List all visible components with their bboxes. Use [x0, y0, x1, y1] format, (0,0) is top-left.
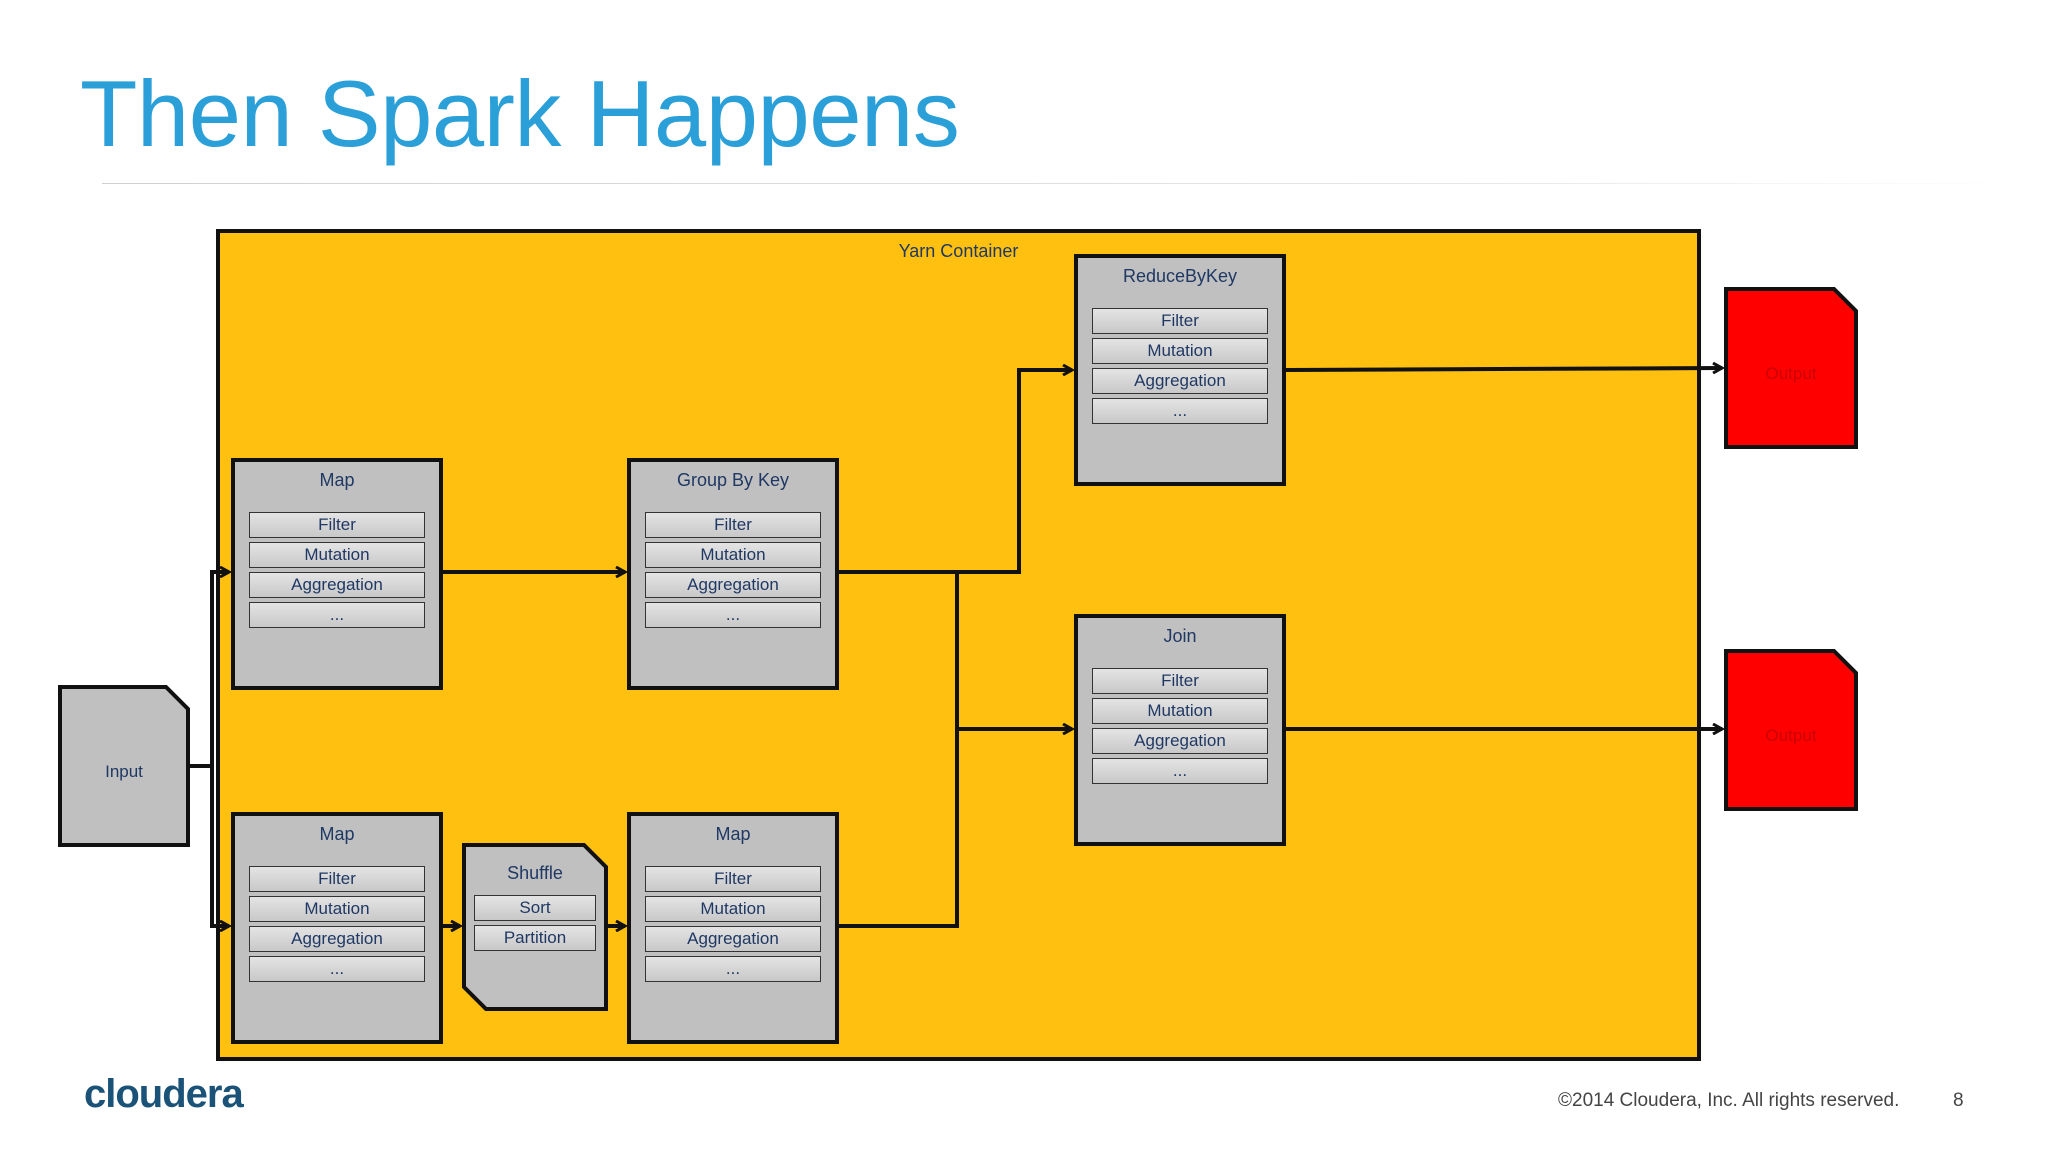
- input-shape: [58, 685, 190, 847]
- op-aggregation: Aggregation: [249, 926, 425, 952]
- stage-title: ReduceByKey: [1122, 266, 1238, 286]
- output-shape: [1724, 287, 1858, 449]
- output-node-top: Output: [1724, 287, 1858, 449]
- slide-title: Then Spark Happens: [80, 61, 960, 166]
- op-mutation: Mutation: [645, 542, 821, 568]
- output-node-bottom: Output: [1724, 649, 1858, 811]
- stage-title: Join: [1163, 626, 1197, 646]
- op-more: ...: [645, 956, 821, 982]
- op-partition: Partition: [474, 925, 596, 951]
- stage-title: Shuffle: [507, 863, 563, 883]
- op-mutation: Mutation: [249, 896, 425, 922]
- stage-title: Map: [715, 824, 751, 844]
- map-stage-top: Map Filter Mutation Aggregation ...: [231, 458, 443, 690]
- shuffle-stage: Shuffle Sort Partition: [462, 843, 608, 1011]
- arrow-groupbykey-to-join: [955, 572, 1072, 729]
- op-mutation: Mutation: [1092, 338, 1268, 364]
- op-mutation: Mutation: [645, 896, 821, 922]
- op-aggregation: Aggregation: [645, 572, 821, 598]
- op-more: ...: [645, 602, 821, 628]
- op-mutation: Mutation: [1092, 698, 1268, 724]
- stage-title: Map: [319, 470, 355, 490]
- op-aggregation: Aggregation: [249, 572, 425, 598]
- op-filter: Filter: [645, 512, 821, 538]
- op-filter: Filter: [249, 512, 425, 538]
- op-aggregation: Aggregation: [645, 926, 821, 952]
- op-mutation: Mutation: [249, 542, 425, 568]
- op-filter: Filter: [1092, 668, 1268, 694]
- op-filter: Filter: [645, 866, 821, 892]
- op-more: ...: [1092, 398, 1268, 424]
- arrow-groupbykey-to-reducebykey: [839, 370, 1072, 574]
- input-label: Input: [105, 762, 143, 781]
- arrow-reducebykey-to-output: [1285, 368, 1722, 370]
- reduce-by-key-stage: ReduceByKey Filter Mutation Aggregation …: [1074, 254, 1286, 486]
- op-filter: Filter: [1092, 308, 1268, 334]
- op-filter: Filter: [249, 866, 425, 892]
- page-number: 8: [1953, 1090, 1964, 1111]
- op-more: ...: [1092, 758, 1268, 784]
- group-by-key-stage: Group By Key Filter Mutation Aggregation…: [627, 458, 839, 690]
- op-more: ...: [249, 956, 425, 982]
- op-more: ...: [249, 602, 425, 628]
- yarn-container-label: Yarn Container: [898, 241, 1019, 261]
- title-divider: [102, 183, 2022, 184]
- stage-title: Map: [319, 824, 355, 844]
- arrow-map-to-join: [839, 729, 959, 928]
- arrow-input-to-map-top: [190, 572, 229, 768]
- output-label: Output: [1765, 726, 1817, 745]
- stage-title: Group By Key: [676, 470, 790, 490]
- op-aggregation: Aggregation: [1092, 728, 1268, 754]
- map-stage-bottom-right: Map Filter Mutation Aggregation ...: [627, 812, 839, 1044]
- join-stage: Join Filter Mutation Aggregation ...: [1074, 614, 1286, 846]
- op-sort: Sort: [474, 895, 596, 921]
- cloudera-logo: cloudera: [84, 1072, 244, 1116]
- copyright-notice: ©2014 Cloudera, Inc. All rights reserved…: [1558, 1090, 1900, 1111]
- output-shape: [1724, 649, 1858, 811]
- arrow-input-to-map-bottom: [210, 766, 229, 926]
- input-node: Input: [58, 685, 190, 847]
- op-aggregation: Aggregation: [1092, 368, 1268, 394]
- map-stage-bottom-left: Map Filter Mutation Aggregation ...: [231, 812, 443, 1044]
- output-label: Output: [1765, 364, 1817, 383]
